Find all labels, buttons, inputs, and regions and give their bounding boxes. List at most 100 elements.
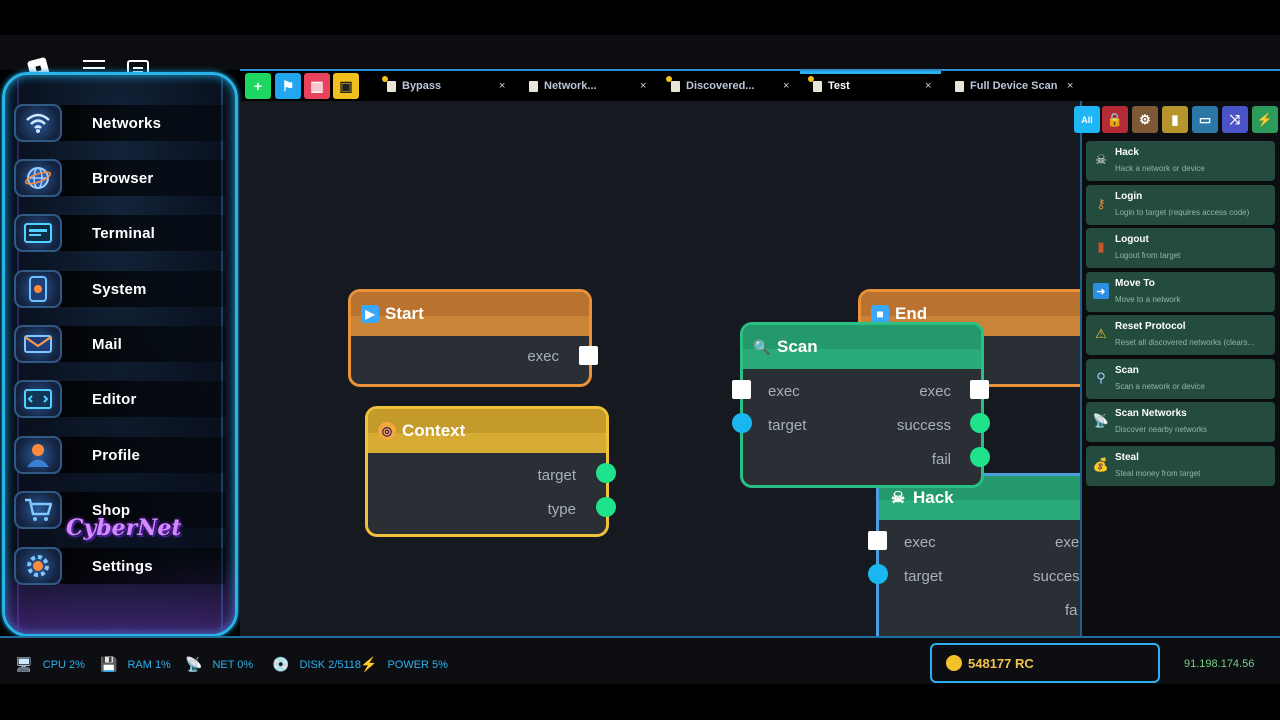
node-title: Hack — [913, 488, 954, 507]
open-file-button[interactable]: ⚑ — [275, 73, 301, 99]
category-shuffle-button[interactable]: ⤨ — [1222, 106, 1248, 133]
cybernet-logo: CyberNet — [66, 515, 182, 541]
play-icon: ▶ — [361, 305, 379, 323]
sidebar-item-shop[interactable]: Shop — [14, 488, 226, 532]
add-tab-button[interactable]: + — [245, 73, 271, 99]
start-node[interactable]: ▶ Start exec — [348, 289, 592, 387]
satellite-icon: 📡 — [1092, 413, 1110, 428]
pin-label: exec — [768, 383, 800, 400]
tab-bypass[interactable]: Bypass × — [382, 72, 512, 100]
sidebar-item-mail[interactable]: Mail — [14, 322, 226, 366]
context-type-pin[interactable] — [596, 497, 616, 517]
save-button[interactable]: ▣ — [333, 73, 359, 99]
arrow-right-icon: ➜ — [1093, 283, 1109, 299]
action-steal[interactable]: 💰 Steal Steal money from target — [1086, 446, 1275, 486]
card-icon: ▭ — [1198, 111, 1212, 127]
tab-label: Network... — [544, 80, 597, 92]
hack-node[interactable]: ☠ Hack exec target exe succes fa — [876, 473, 1080, 636]
sidebar-item-networks[interactable]: Networks — [14, 101, 226, 145]
close-icon[interactable]: × — [1067, 80, 1074, 92]
lock-icon: 🔒 — [1106, 111, 1124, 127]
sidebar-item-label: Mail — [92, 335, 122, 353]
action-scan-networks[interactable]: 📡 Scan Networks Discover nearby networks — [1086, 402, 1275, 442]
warning-icon: ⚠ — [1095, 326, 1107, 341]
category-card-button[interactable]: ▭ — [1192, 106, 1218, 133]
action-title: Move To — [1115, 278, 1155, 289]
scan-exec-out-pin[interactable] — [970, 380, 989, 399]
satellite-icon: 📡 — [185, 656, 203, 672]
action-desc: Scan a network or device — [1115, 382, 1205, 391]
category-all-button[interactable]: All — [1074, 106, 1100, 133]
sidebar-item-label: Terminal — [92, 224, 156, 242]
top-strip — [0, 35, 1280, 70]
disk-stat: 💿DISK 2/5118 — [272, 656, 361, 672]
active-tab-indicator — [800, 71, 941, 74]
action-logout[interactable]: ▮ Logout Logout from target — [1086, 228, 1275, 268]
document-icon — [387, 80, 396, 92]
magnifier-icon: 🔍 — [753, 338, 771, 355]
ram-icon: 💾 — [100, 656, 118, 672]
gear-icon — [14, 547, 62, 585]
context-node-header[interactable]: ◎ Context — [368, 409, 606, 453]
node-title: End — [895, 304, 928, 323]
scan-success-pin[interactable] — [970, 413, 990, 433]
category-lock-button[interactable]: 🔒 — [1102, 106, 1128, 133]
ip-address: 91.198.174.56 — [1184, 658, 1255, 670]
action-desc: Steal money from target — [1115, 469, 1201, 478]
close-icon[interactable]: × — [640, 80, 647, 92]
sidebar-item-label: Networks — [92, 114, 162, 132]
sidebar-item-settings[interactable]: Settings — [14, 544, 226, 588]
hack-exec-in-pin[interactable] — [868, 531, 887, 550]
pin-label: type — [547, 501, 576, 518]
action-hack[interactable]: ☠ Hack Hack a network or device — [1086, 141, 1275, 181]
tab-test[interactable]: Test × — [808, 72, 938, 100]
tab-network[interactable]: Network... × — [529, 72, 654, 100]
bolt-icon: ⚡ — [360, 656, 378, 672]
category-chart-button[interactable]: ▮ — [1162, 106, 1188, 133]
sidebar-item-terminal[interactable]: Terminal — [14, 211, 226, 255]
sidebar-item-profile[interactable]: Profile — [14, 433, 226, 477]
tab-full-device-scan[interactable]: Full Device Scan × — [955, 72, 1080, 100]
sidebar-item-editor[interactable]: Editor — [14, 377, 226, 421]
category-bolt-button[interactable]: ⚡ — [1252, 106, 1278, 133]
hack-target-in-pin[interactable] — [868, 564, 888, 584]
context-target-pin[interactable] — [596, 463, 616, 483]
close-icon[interactable]: × — [925, 80, 932, 92]
scan-node[interactable]: 🔍 Scan exec target exec success fail — [740, 322, 984, 488]
document-icon — [671, 80, 680, 92]
context-node[interactable]: ◎ Context target type — [365, 406, 609, 537]
shuffle-icon: ⤨ — [1229, 111, 1241, 127]
sidebar-item-label: Profile — [92, 446, 141, 464]
sidebar-item-label: System — [92, 280, 147, 298]
sidebar-item-system[interactable]: System — [14, 267, 226, 311]
action-title: Hack — [1115, 147, 1139, 158]
scan-exec-in-pin[interactable] — [732, 380, 751, 399]
sidebar-item-label: Settings — [92, 557, 153, 575]
node-graph-canvas[interactable]: ▶ Start exec ◎ Context target type ■ End — [240, 101, 1080, 636]
close-icon[interactable]: × — [499, 80, 506, 92]
close-icon[interactable]: × — [783, 80, 790, 92]
action-title: Logout — [1115, 234, 1149, 245]
delete-button[interactable]: ▥ — [304, 73, 330, 99]
action-desc: Discover nearby networks — [1115, 425, 1208, 434]
action-login[interactable]: ⚷ Login Login to target (requires access… — [1086, 185, 1275, 225]
document-icon — [813, 80, 822, 92]
action-scan[interactable]: ⚲ Scan Scan a network or device — [1086, 359, 1275, 399]
action-move-to[interactable]: ➜ Move To Move to a network — [1086, 272, 1275, 312]
bolt-icon: ⚡ — [1256, 111, 1274, 127]
wifi-icon — [14, 104, 62, 142]
scan-node-header[interactable]: 🔍 Scan — [743, 325, 981, 369]
status-bar: 🖥CPU 2% 💾RAM 1% 📡NET 0% 💿DISK 2/5118 ⚡PO… — [0, 636, 1280, 684]
tab-discovered[interactable]: Discovered... × — [666, 72, 796, 100]
action-reset-protocol[interactable]: ⚠ Reset Protocol Reset all discovered ne… — [1086, 315, 1275, 355]
pin-label: success — [896, 417, 951, 434]
sidebar-item-browser[interactable]: Browser — [14, 156, 226, 200]
start-node-header[interactable]: ▶ Start — [351, 292, 589, 336]
start-exec-out-pin[interactable] — [579, 346, 598, 365]
category-gear-button[interactable]: ⚙ — [1132, 106, 1158, 133]
pin-label: target — [768, 417, 807, 434]
scan-target-in-pin[interactable] — [732, 413, 752, 433]
pin-label: exec — [527, 348, 559, 365]
scan-fail-pin[interactable] — [970, 447, 990, 467]
tabbar-border — [240, 69, 1280, 71]
